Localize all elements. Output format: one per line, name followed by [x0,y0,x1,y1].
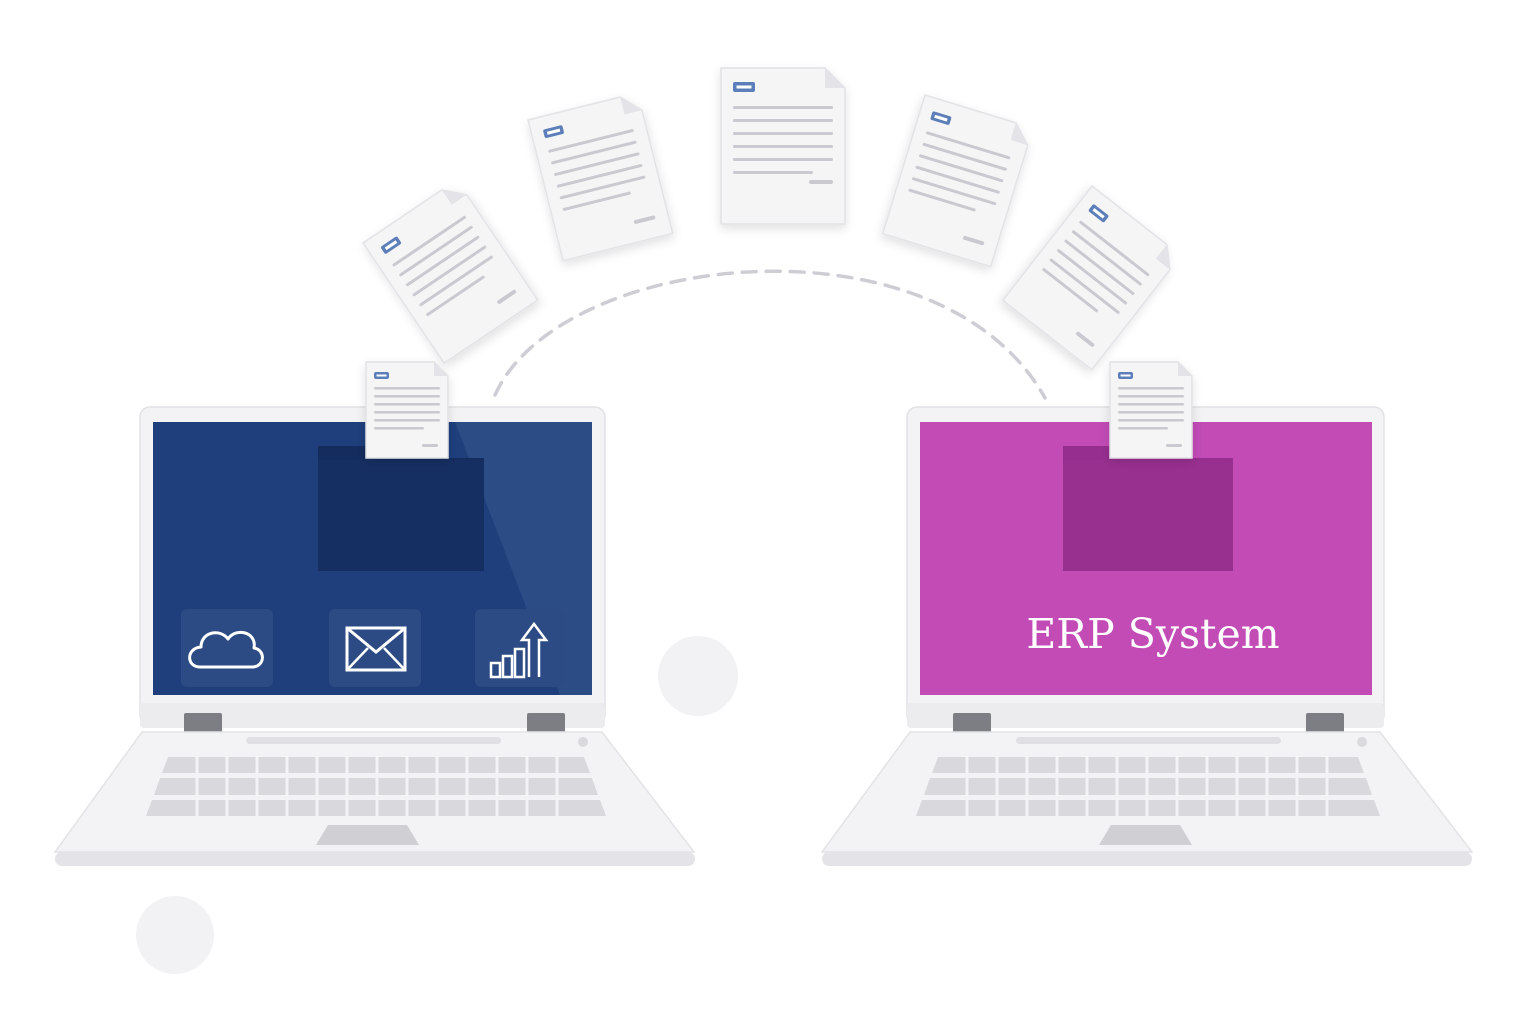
envelope-icon [329,609,421,687]
source-folder [318,446,484,571]
flying-documents [362,67,1182,371]
growth-chart-icon [475,609,567,687]
document-icon [527,91,674,262]
document-icon [881,94,1034,268]
document-icon [1109,361,1193,459]
decorative-circle [658,636,738,716]
transfer-path [493,269,1047,400]
decorative-circle [136,896,214,974]
target-laptop: ERP System [820,361,1474,866]
document-icon [1001,185,1182,371]
document-icon [720,67,846,225]
source-laptop [53,361,696,866]
erp-system-label: ERP System [1026,610,1279,658]
erp-folder [1063,446,1233,571]
trackpad [316,825,419,845]
trackpad [1099,825,1192,845]
cloud-icon [181,609,273,687]
document-icon [365,361,449,459]
document-icon [362,179,539,364]
